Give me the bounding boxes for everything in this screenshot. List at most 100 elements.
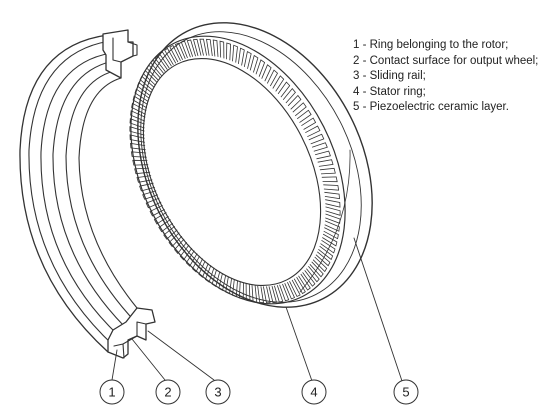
stator-tooth xyxy=(180,40,191,59)
rotor-bottom-rail-slot xyxy=(136,321,147,337)
callout-circle-3 xyxy=(205,379,231,405)
stator-tooth xyxy=(298,273,311,291)
legend-item-1: 1 - Ring belonging to the rotor; xyxy=(353,39,509,51)
stator-tooth xyxy=(255,59,266,77)
stator-tooth xyxy=(318,245,334,261)
stator-tooth xyxy=(317,159,334,167)
rotor-arc-1 xyxy=(19,33,119,353)
leader-line-3 xyxy=(147,330,215,381)
callout-label-4: 4 xyxy=(310,385,317,400)
legend: 1 - Ring belonging to the rotor; 2 - Con… xyxy=(353,38,548,116)
stator-tooth xyxy=(251,285,258,303)
stator-tooth xyxy=(218,273,227,292)
stator-tooth xyxy=(145,197,162,209)
stator-tooth xyxy=(272,75,285,92)
stator-tooth xyxy=(134,88,150,103)
stator-tooth xyxy=(225,276,232,295)
stator-tooth xyxy=(249,54,259,73)
stator-tooth xyxy=(139,182,156,192)
rotor-arc-3 xyxy=(40,51,120,337)
stator-tooth xyxy=(136,81,152,97)
callout-label-1: 1 xyxy=(108,385,115,400)
stator-tooth xyxy=(198,260,209,278)
stator-tooth xyxy=(238,281,244,300)
stator-tooth xyxy=(232,44,238,63)
stator-tooth xyxy=(325,199,341,208)
stator-tooth xyxy=(130,151,147,158)
stator-ring-outer-edge xyxy=(130,35,346,305)
rotor-arc-6 xyxy=(78,77,138,309)
rotor-arc-5 xyxy=(65,69,131,317)
stator-tooth xyxy=(274,285,284,303)
rotor-bottom-contact-face xyxy=(113,335,138,359)
legend-item-4: 4 - Stator ring; xyxy=(353,85,426,98)
callout-label-3: 3 xyxy=(214,385,221,400)
stator-tooth xyxy=(319,167,336,175)
stator-tooth xyxy=(320,239,336,254)
stator-tooth xyxy=(308,133,325,145)
stator-tooth xyxy=(243,50,252,69)
legend-item-5: 5 - Piezoelectric ceramic layer. xyxy=(353,101,509,113)
stator-tooth xyxy=(132,95,148,109)
stator-tooth xyxy=(153,212,169,225)
stator-ring xyxy=(129,22,373,308)
callout-circle-4 xyxy=(301,379,327,405)
stator-tooth xyxy=(301,117,317,130)
stator-tooth xyxy=(158,219,174,233)
stator-tooth xyxy=(185,250,198,267)
stator-tooth xyxy=(323,227,339,240)
stator-tooth xyxy=(219,40,225,59)
stator-tooth xyxy=(279,283,290,302)
stator-tooth xyxy=(149,204,165,217)
stator-tooth xyxy=(146,64,161,81)
stator-tooth xyxy=(293,276,306,295)
stator-tooth xyxy=(324,191,340,200)
rotor-arc-4 xyxy=(52,59,125,327)
stator-band-shading xyxy=(299,149,351,293)
ceramic-layer-inner-edge xyxy=(140,31,362,303)
stator-tooth xyxy=(130,142,146,151)
stator-tooth xyxy=(277,81,291,98)
stator-tooth xyxy=(321,176,338,183)
rotor-bottom-end-face xyxy=(107,307,156,359)
stator-tooth xyxy=(206,38,213,57)
stator-tooth xyxy=(132,159,149,166)
stator-tooth xyxy=(226,42,232,61)
stator-tooth xyxy=(296,109,312,123)
rotor-top-rail-lip xyxy=(112,37,122,63)
callout-label-5: 5 xyxy=(402,385,409,400)
stator-tooth xyxy=(306,266,320,283)
stator-tooth xyxy=(263,286,271,304)
stator-tooth xyxy=(245,283,251,302)
rotor-ring xyxy=(19,29,156,359)
stator-tooth xyxy=(238,47,245,66)
stator-tooth xyxy=(268,285,278,304)
stator-tooth xyxy=(129,134,145,143)
callout-circle-5 xyxy=(393,379,419,405)
stator-tooth xyxy=(130,110,146,122)
stator-tooth xyxy=(266,69,279,87)
stator-tooth xyxy=(168,232,183,248)
rotor-top-rail-slot xyxy=(127,41,138,57)
ceramic-layer-outer-edge xyxy=(137,22,373,308)
stator-tooth xyxy=(169,44,181,63)
stator-tooth xyxy=(287,94,302,110)
stator-tooth xyxy=(163,225,178,240)
legend-item-3: 3 - Sliding rail; xyxy=(353,70,426,82)
callout-5: 5 xyxy=(393,379,419,405)
stator-tooth xyxy=(164,47,177,66)
stator-tooth xyxy=(322,233,338,247)
stator-tooth xyxy=(282,87,296,104)
stator-tooth xyxy=(323,184,340,191)
stator-tooth xyxy=(199,38,207,56)
stator-tooth xyxy=(292,102,307,117)
stator-tooth xyxy=(174,42,186,60)
callout-1: 1 xyxy=(99,379,125,405)
stator-tooth xyxy=(311,142,328,152)
stator-tooth xyxy=(314,150,331,160)
stator-tooth xyxy=(305,125,321,138)
stator-tooth xyxy=(204,265,215,283)
stator-tooth xyxy=(131,102,147,115)
stator-tooth xyxy=(289,279,301,298)
stator-ring-inner-edge xyxy=(142,57,322,287)
